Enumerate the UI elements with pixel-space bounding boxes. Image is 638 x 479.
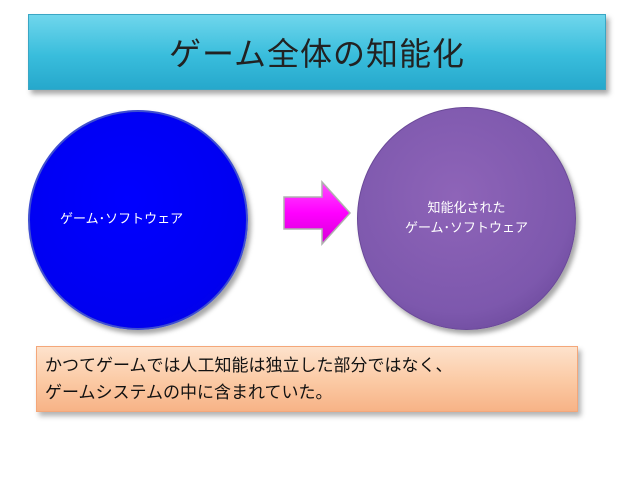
right-arrow-icon <box>283 180 352 246</box>
intelligent-label-line2: ゲーム･ソフトウェア <box>404 220 529 236</box>
game-software-circle: ゲーム･ソフトウェア <box>28 110 248 330</box>
note-line-1: かつてゲームでは人工知能は独立した部分ではなく、 <box>45 356 453 376</box>
slide-title: ゲーム全体の知能化 <box>168 35 466 73</box>
title-banner: ゲーム全体の知能化 <box>28 14 606 90</box>
note-box: かつてゲームでは人工知能は独立した部分ではなく、 ゲームシステムの中に含まれてい… <box>36 346 578 412</box>
game-software-label: ゲーム･ソフトウェア <box>60 212 184 227</box>
intelligent-game-software-circle: 知能化された ゲーム･ソフトウェア <box>357 107 576 330</box>
intelligent-label-line1: 知能化された <box>427 200 506 216</box>
note-line-2: ゲームシステムの中に含まれていた。 <box>45 383 333 403</box>
